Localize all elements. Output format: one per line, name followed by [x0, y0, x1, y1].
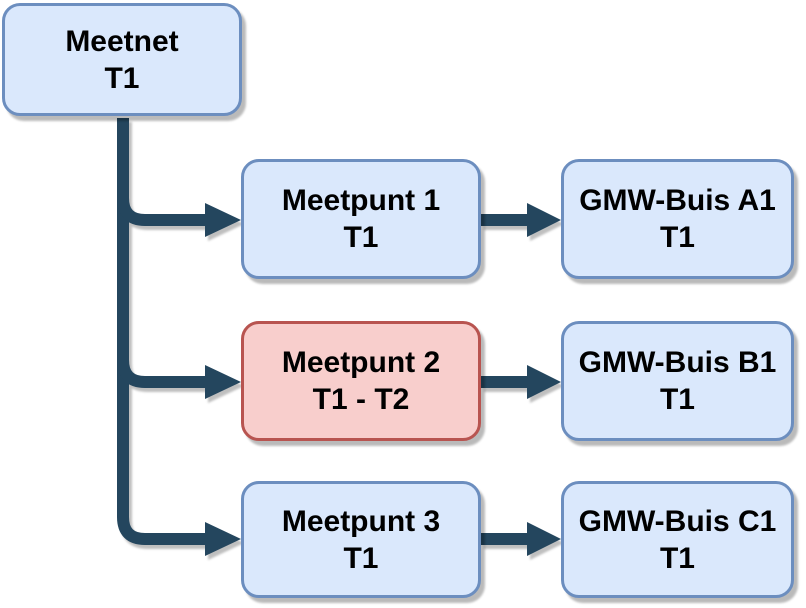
node-meetpunt-2-title: Meetpunt 2	[281, 346, 441, 379]
node-meetpunt-2: Meetpunt 2 T1 - T2	[241, 321, 481, 441]
arrowhead-gmw-b1-icon	[527, 365, 561, 399]
node-meetpunt-3-subtitle: T1	[343, 541, 379, 575]
node-meetnet-title: Meetnet	[65, 24, 179, 58]
arrowhead-gmw-a1-icon	[527, 203, 561, 237]
node-gmw-buis-b1: GMW-Buis B1 T1	[561, 321, 794, 441]
arrowhead-meetpunt2-icon	[205, 365, 241, 399]
node-gmw-buis-c1-title: GMW-Buis C1	[578, 504, 777, 538]
edge-meetnet-meetpunt1	[117, 197, 205, 226]
node-gmw-buis-a1-title: GMW-Buis A1	[579, 184, 776, 217]
node-gmw-buis-a1: GMW-Buis A1 T1	[561, 159, 794, 279]
node-meetpunt-3-title: Meetpunt 3	[281, 504, 441, 538]
node-meetnet-subtitle: T1	[104, 61, 140, 95]
arrowhead-gmw-c1-icon	[527, 522, 561, 556]
node-gmw-buis-c1: GMW-Buis C1 T1	[561, 481, 794, 598]
node-gmw-buis-c1-subtitle: T1	[659, 541, 695, 575]
node-meetpunt-1-title: Meetpunt 1	[281, 184, 441, 217]
node-gmw-buis-b1-title: GMW-Buis B1	[578, 346, 777, 379]
node-meetpunt-3: Meetpunt 3 T1	[241, 481, 481, 598]
arrowhead-meetpunt3-icon	[205, 522, 241, 556]
edge-meetnet-meetpunt3	[117, 118, 205, 545]
node-gmw-buis-a1-subtitle: T1	[659, 221, 695, 254]
node-meetpunt-1: Meetpunt 1 T1	[241, 159, 481, 279]
node-meetnet: Meetnet T1	[2, 3, 242, 116]
node-gmw-buis-b1-subtitle: T1	[659, 383, 695, 416]
node-meetpunt-1-subtitle: T1	[343, 221, 379, 254]
arrowhead-meetpunt1-icon	[205, 203, 241, 237]
node-meetpunt-2-subtitle: T1 - T2	[312, 383, 410, 416]
edge-meetnet-meetpunt2	[117, 359, 205, 388]
